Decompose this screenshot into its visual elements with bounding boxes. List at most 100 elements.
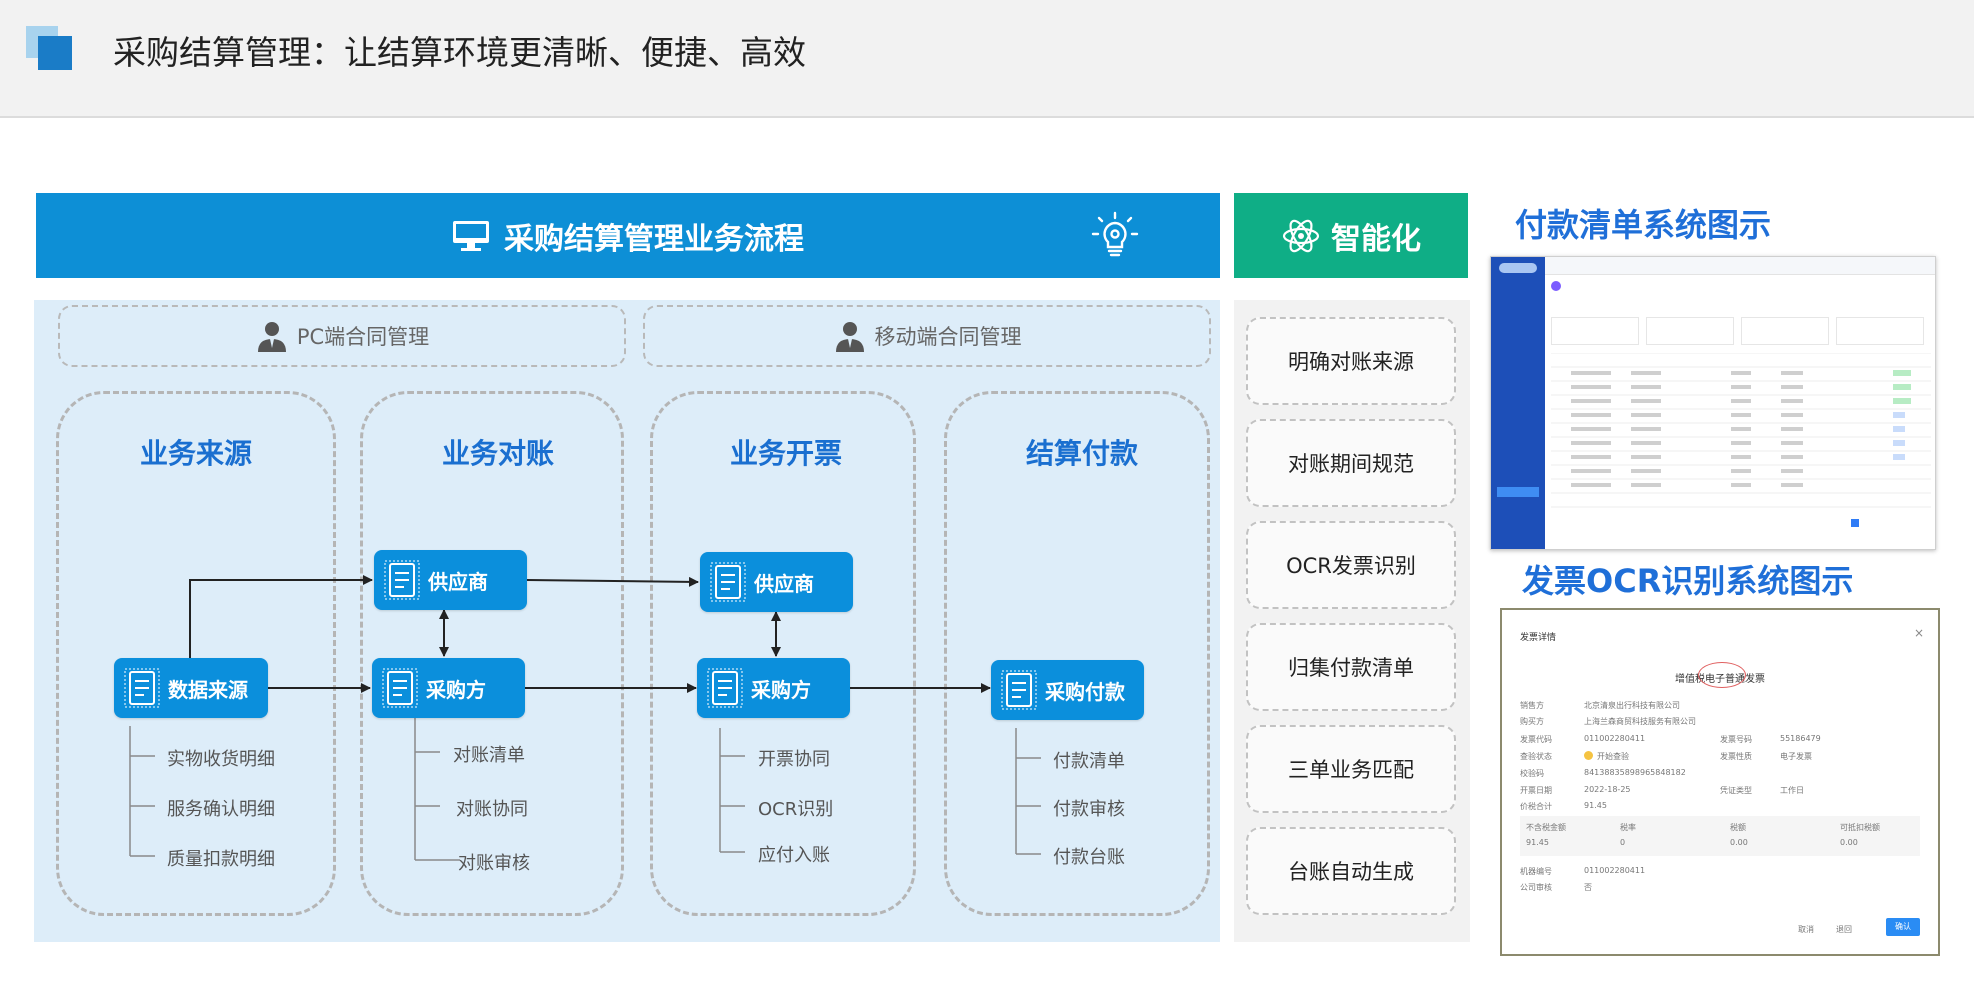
sub-item: 付款审核 bbox=[1053, 799, 1125, 820]
field-label: 价税合计 bbox=[1520, 802, 1552, 811]
sub-item: 付款清单 bbox=[1053, 751, 1125, 772]
field-value: 55186479 bbox=[1780, 734, 1821, 743]
column-title: 结算付款 bbox=[1025, 437, 1138, 470]
mini-topbar bbox=[1545, 257, 1935, 275]
sub-item: 开票协同 bbox=[758, 749, 830, 770]
field-value: 工作日 bbox=[1780, 786, 1804, 795]
field-label: 发票性质 bbox=[1720, 752, 1752, 761]
field-value: 2022-18-25 bbox=[1584, 785, 1631, 794]
sub-item: 质量扣款明细 bbox=[167, 849, 275, 870]
document-icon bbox=[707, 668, 743, 708]
process-banner: 采购结算管理业务流程 bbox=[36, 193, 1220, 278]
smart-banner: 智能化 bbox=[1234, 193, 1468, 278]
sub-item: 付款台账 bbox=[1053, 847, 1125, 868]
seal-icon bbox=[1698, 662, 1746, 688]
field-label: 凭证类型 bbox=[1720, 786, 1752, 795]
sub-item: 对账清单 bbox=[453, 745, 525, 766]
smart-title: 智能化 bbox=[1331, 221, 1421, 257]
payment-list-screenshot bbox=[1490, 256, 1936, 550]
document-icon bbox=[710, 562, 746, 602]
node-label: 供应商 bbox=[754, 571, 814, 596]
cancel-button[interactable]: 取消 bbox=[1798, 925, 1814, 934]
amount-value: 0.00 bbox=[1730, 838, 1748, 847]
user-icon bbox=[257, 322, 286, 352]
document-icon bbox=[124, 668, 160, 708]
amount-value: 0.00 bbox=[1840, 838, 1858, 847]
field-label: 机器编号 bbox=[1520, 867, 1552, 876]
node-supplier-1: 供应商 bbox=[374, 550, 527, 610]
sub-item: 服务确认明细 bbox=[167, 799, 275, 820]
header-bar bbox=[0, 0, 1974, 118]
smart-item: 台账自动生成 bbox=[1246, 827, 1456, 915]
mini-stat-cards bbox=[1551, 317, 1927, 345]
field-value: 北京清泉出行科技有限公司 bbox=[1584, 701, 1680, 710]
sub-item: 实物收货明细 bbox=[167, 749, 275, 770]
mini-active-item bbox=[1497, 487, 1539, 497]
banner-title: 采购结算管理业务流程 bbox=[504, 221, 804, 257]
return-button[interactable]: 退回 bbox=[1836, 925, 1852, 934]
mini-avatar bbox=[1551, 281, 1561, 291]
amount-header: 不含税金额 bbox=[1526, 823, 1566, 832]
field-value: 否 bbox=[1584, 883, 1592, 892]
sub-item: 对账协同 bbox=[456, 799, 528, 820]
node-label: 供应商 bbox=[428, 569, 488, 594]
field-label: 销售方 bbox=[1520, 701, 1544, 710]
smart-item: 归集付款清单 bbox=[1246, 623, 1456, 711]
group-pc: PC端合同管理 bbox=[58, 305, 626, 367]
diagram-area bbox=[34, 300, 1220, 942]
amount-header: 税额 bbox=[1730, 823, 1746, 832]
amount-value: 0 bbox=[1620, 838, 1626, 847]
column-invoice bbox=[650, 391, 916, 916]
field-label: 查验状态 bbox=[1520, 752, 1552, 761]
ocr-screenshot: 发票详情 × 增值税电子普通发票 销售方 北京清泉出行科技有限公司 购买方 上海… bbox=[1500, 608, 1940, 956]
amount-header: 可抵扣税额 bbox=[1840, 823, 1880, 832]
mini-logo bbox=[1499, 263, 1537, 273]
amount-table: 不含税金额 税率 税额 可抵扣税额 91.45 0 0.00 0.00 bbox=[1520, 816, 1920, 856]
field-value: 上海兰森商贸科技服务有限公司 bbox=[1584, 717, 1696, 726]
amount-value: 91.45 bbox=[1526, 838, 1549, 847]
close-icon[interactable]: × bbox=[1913, 626, 1924, 640]
sub-item: 应付入账 bbox=[758, 845, 830, 866]
node-label: 采购方 bbox=[751, 677, 811, 702]
group-pc-label: PC端合同管理 bbox=[296, 325, 430, 349]
field-value: 91.45 bbox=[1584, 801, 1607, 810]
field-label: 校验码 bbox=[1520, 769, 1544, 778]
atom-icon bbox=[1282, 219, 1320, 252]
field-label: 发票号码 bbox=[1720, 735, 1752, 744]
user-icon bbox=[835, 322, 864, 352]
lightbulb-icon bbox=[1091, 211, 1139, 257]
node-buyer-1: 采购方 bbox=[372, 658, 525, 718]
field-value: 84138835898965848182 bbox=[1584, 768, 1686, 777]
group-mobile: 移动端合同管理 bbox=[643, 305, 1211, 367]
document-icon bbox=[384, 560, 420, 600]
column-source bbox=[56, 391, 336, 916]
field-label: 公司审核 bbox=[1520, 883, 1552, 892]
field-label: 发票代码 bbox=[1520, 735, 1552, 744]
field-value: 011002280411 bbox=[1584, 734, 1646, 743]
node-label: 采购方 bbox=[426, 677, 486, 702]
monitor-icon bbox=[453, 220, 489, 251]
amount-header: 税率 bbox=[1620, 823, 1636, 832]
dialog-title: 发票详情 bbox=[1520, 633, 1557, 643]
column-payment bbox=[944, 391, 1210, 916]
group-mobile-label: 移动端合同管理 bbox=[874, 325, 1022, 349]
sub-item: OCR识别 bbox=[758, 799, 834, 820]
column-reconcile bbox=[360, 391, 624, 916]
mini-sidebar bbox=[1491, 257, 1545, 549]
column-title: 业务来源 bbox=[139, 437, 252, 470]
document-icon bbox=[1001, 670, 1037, 710]
field-value: 开始查验 bbox=[1597, 752, 1629, 761]
document-icon bbox=[382, 668, 418, 708]
column-title: 业务对账 bbox=[441, 437, 554, 470]
field-value: 011002280411 bbox=[1584, 866, 1646, 875]
node-supplier-2: 供应商 bbox=[700, 552, 853, 612]
ocr-title: 发票OCR识别系统图示 bbox=[1522, 562, 1854, 600]
node-label: 采购付款 bbox=[1045, 679, 1125, 704]
sub-item: 对账审核 bbox=[458, 853, 530, 874]
logo-square-dark bbox=[38, 36, 72, 70]
confirm-button[interactable]: 确认 bbox=[1886, 918, 1920, 936]
page-title: 采购结算管理：让结算环境更清晰、便捷、高效 bbox=[113, 33, 806, 72]
node-payment: 采购付款 bbox=[991, 660, 1144, 720]
smart-item: 明确对账来源 bbox=[1246, 317, 1456, 405]
